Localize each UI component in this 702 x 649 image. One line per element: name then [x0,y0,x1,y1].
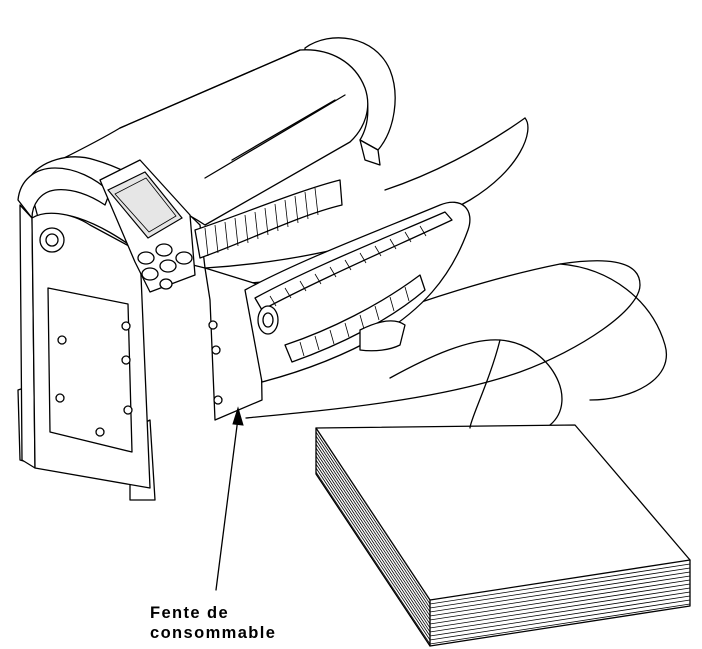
front-knob [39,227,65,253]
panel-button [137,251,155,265]
panel-button [141,267,159,281]
callout-label-line-1: Fente de [150,604,230,622]
callout-leader [215,406,244,591]
fanfold-paper-stack [315,424,691,647]
panel-button [175,251,193,265]
control-panel [99,159,196,293]
callout-label-line-2: consommable [150,624,277,642]
ribbed-roller [194,179,343,259]
platen-roller [254,211,453,311]
printer-body [17,37,471,501]
platen-door [244,201,471,383]
panel-button [159,278,173,290]
panel-button [155,243,173,257]
panel-button [159,259,177,273]
